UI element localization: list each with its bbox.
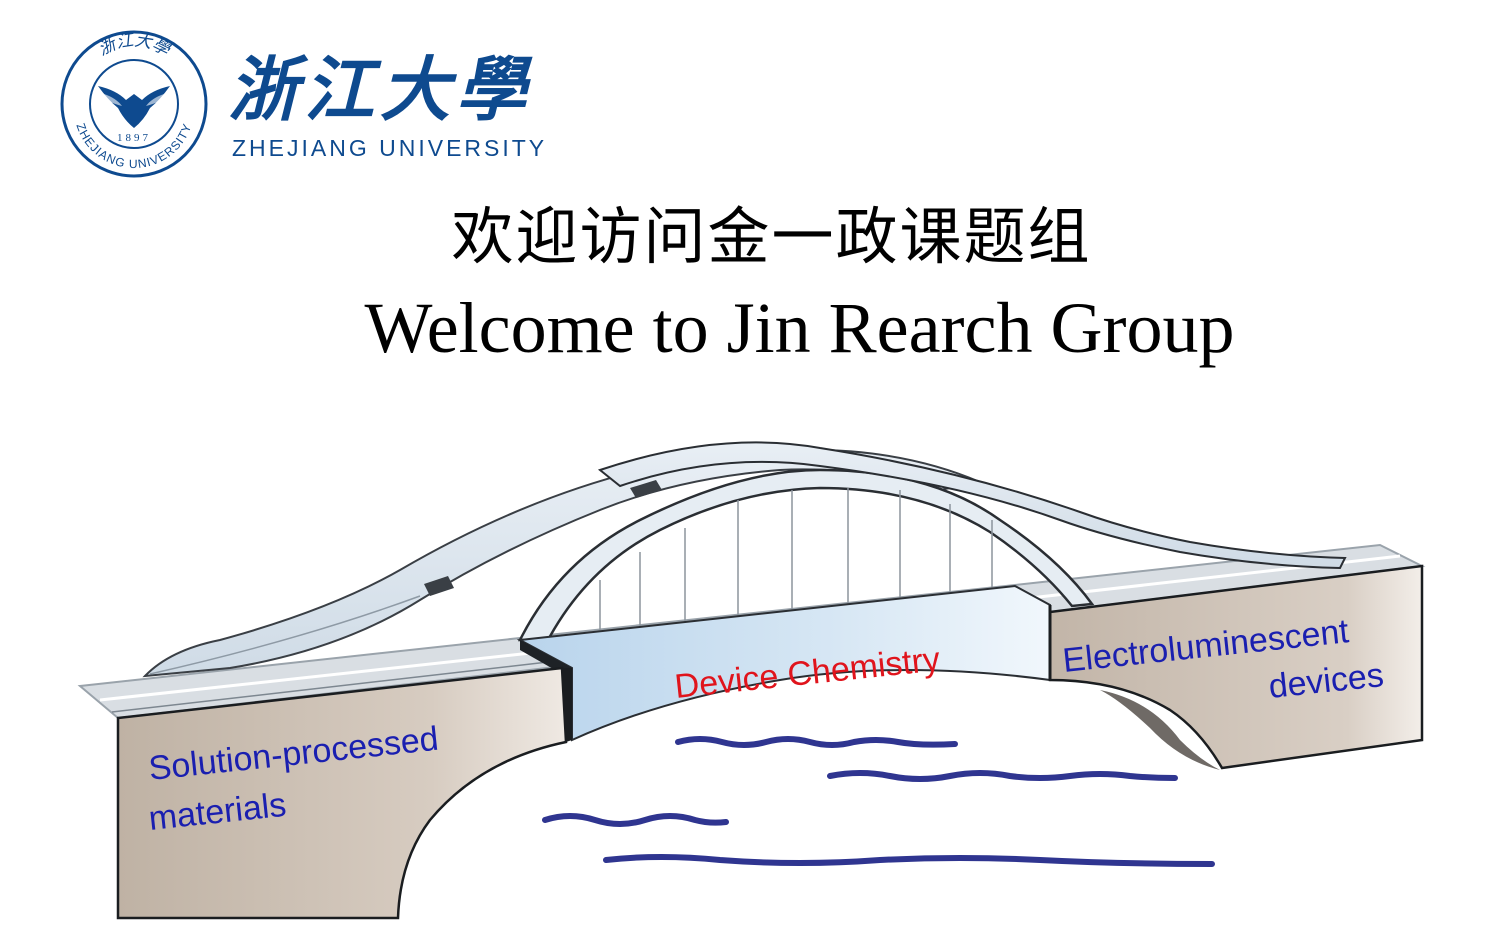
- page-title-en: Welcome to Jin Rearch Group: [364, 288, 1235, 368]
- water-waves: [542, 736, 1215, 867]
- bridge-cables: [599, 488, 993, 630]
- seal-year: 1897: [117, 132, 151, 144]
- center-span: [516, 584, 1051, 742]
- university-logo[interactable]: 浙江大學 ZHEJIANG UNIVERSITY 1897 浙江大學 ZHEJI…: [60, 28, 560, 178]
- university-seal-icon: 浙江大學 ZHEJIANG UNIVERSITY 1897: [60, 30, 208, 178]
- left-pier: [116, 666, 572, 920]
- page-title-cn: 欢迎访问金一政课题组: [451, 200, 1092, 273]
- logo-svg: 浙江大學 ZHEJIANG UNIVERSITY 1897 浙江大學 ZHEJI…: [60, 30, 547, 178]
- university-name-cn: 浙江大學: [228, 48, 533, 131]
- eagle-icon: [98, 86, 170, 128]
- bridge-arch: [517, 441, 1347, 642]
- university-name-en: ZHEJIANG UNIVERSITY: [232, 135, 547, 161]
- right-pier: [1048, 564, 1424, 770]
